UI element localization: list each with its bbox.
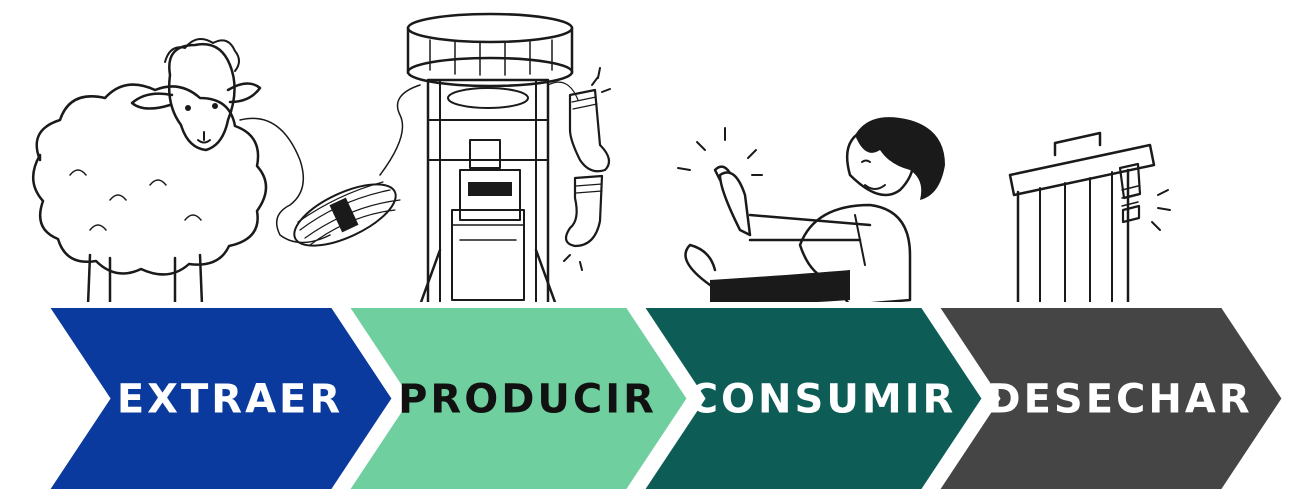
- trash-bin-illustration: [1010, 133, 1170, 305]
- sheep-with-yarn-illustration: [33, 39, 420, 305]
- step-label-consumir: CONSUMIR: [689, 377, 957, 423]
- process-arrows: EXTRAER PRODUCIR CONSUMIR DESECHAR: [45, 305, 1285, 492]
- step-label-desechar: DESECHAR: [987, 377, 1252, 423]
- step-label-extraer: EXTRAER: [117, 377, 343, 423]
- man-with-sock-illustration: [678, 117, 945, 305]
- knitting-machine-illustration: [408, 14, 610, 305]
- step-label-producir: PRODUCIR: [398, 377, 657, 423]
